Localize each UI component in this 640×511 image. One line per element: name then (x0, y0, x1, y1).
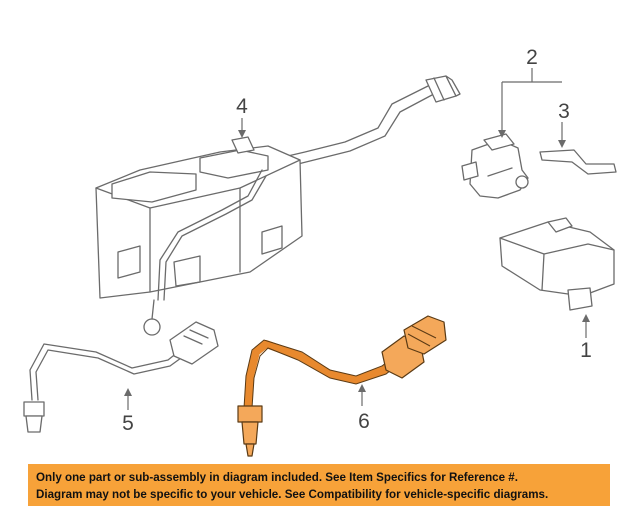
callout-4: 4 (236, 95, 248, 118)
callout-5: 5 (122, 412, 134, 435)
vapor-canister (95, 75, 461, 336)
disclaimer-line-2: Diagram may not be specific to your vehi… (36, 487, 549, 501)
disclaimer-banner: Only one part or sub-assembly in diagram… (28, 464, 610, 506)
callout-3: 3 (558, 100, 570, 123)
mounting-bracket (539, 149, 617, 175)
purge-valve (461, 133, 529, 199)
sensor-module (499, 217, 615, 311)
callout-1: 1 (580, 339, 592, 362)
oxygen-sensor-line-art (23, 321, 219, 433)
leader-lines (124, 68, 590, 410)
disclaimer-line-1: Only one part or sub-assembly in diagram… (36, 471, 518, 484)
callout-6: 6 (358, 410, 370, 433)
highlighted-oxygen-sensor (237, 315, 447, 457)
callout-2: 2 (526, 46, 538, 69)
